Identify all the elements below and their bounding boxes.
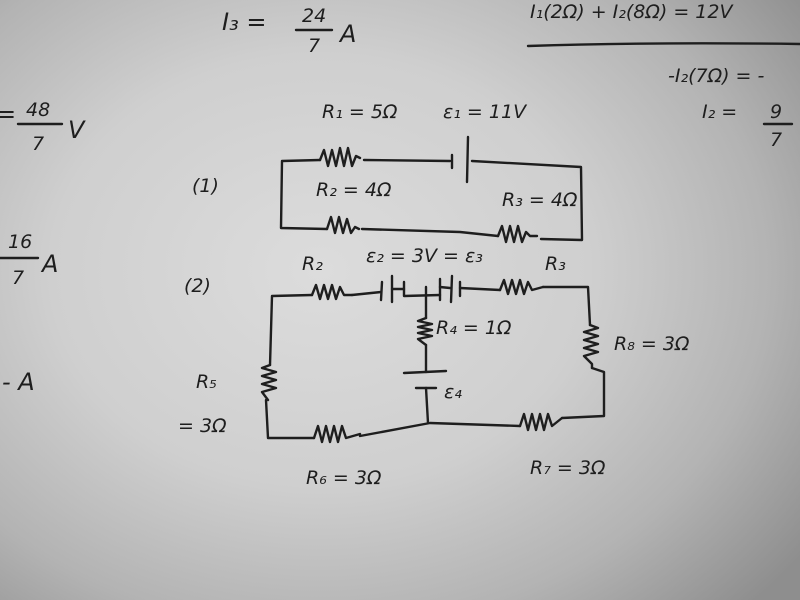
circuit-1-label: (1) bbox=[192, 175, 219, 197]
a1-denominator: 7 bbox=[12, 267, 24, 289]
r8-resistor bbox=[582, 323, 600, 370]
r2-label: R₂ bbox=[302, 253, 323, 275]
r7-resistor bbox=[518, 412, 564, 432]
r2-resistor bbox=[310, 283, 354, 301]
r6-label: R₆ = 3Ω bbox=[306, 467, 382, 489]
a1-unit: A bbox=[40, 250, 58, 278]
r5-resistor bbox=[260, 363, 278, 402]
note-voltage: = 48 7 V bbox=[0, 99, 86, 155]
equation-3-numerator: 9 bbox=[770, 101, 782, 123]
divider-line bbox=[526, 42, 800, 48]
e1-label: ε₁ = 11V bbox=[443, 101, 528, 123]
i3-numerator: 24 bbox=[302, 5, 326, 27]
equation-3-lhs: I₂ = bbox=[702, 101, 737, 123]
r1-resistor bbox=[318, 146, 362, 168]
e1-battery bbox=[450, 135, 470, 184]
equation-2: -I₂(7Ω) = - bbox=[668, 65, 765, 87]
r8-label: R₈ = 3Ω bbox=[614, 333, 690, 355]
note-i3: I₃ = 24 7 A bbox=[222, 5, 356, 57]
circuit-1: (1) R₁ = 5Ω ε₁ = 11V R₂ = 4Ω R₃ = 4Ω bbox=[192, 101, 584, 244]
r2-resistor bbox=[325, 215, 361, 235]
v-lhs: = bbox=[0, 100, 16, 128]
r3-resistor bbox=[496, 224, 539, 244]
a1-numerator: 16 bbox=[8, 231, 32, 253]
i3-denominator: 7 bbox=[308, 35, 320, 57]
r4-resistor bbox=[416, 316, 434, 347]
circuit-1-wires bbox=[279, 158, 584, 242]
r5-value: = 3Ω bbox=[178, 415, 227, 437]
r2-label: R₂ = 4Ω bbox=[316, 179, 392, 201]
r7-label: R₇ = 3Ω bbox=[530, 457, 606, 479]
note-current-a: - A bbox=[2, 368, 35, 396]
r6-resistor bbox=[312, 424, 362, 444]
e4-label: ε₄ bbox=[444, 381, 462, 403]
r1-label: R₁ = 5Ω bbox=[322, 101, 398, 123]
e3-battery bbox=[438, 274, 462, 304]
r3-resistor bbox=[498, 278, 545, 296]
e2-e3-label: ε₂ = 3V = ε₃ bbox=[366, 245, 483, 267]
r3-label: R₃ bbox=[545, 253, 566, 275]
note-equations: I₁(2Ω) + I₂(8Ω) = 12V -I₂(7Ω) = - I₂ = 9… bbox=[526, 1, 800, 151]
r4-label: R₄ = 1Ω bbox=[436, 317, 512, 339]
equation-3-denominator: 7 bbox=[770, 129, 782, 151]
i3-lhs: I₃ = bbox=[222, 8, 266, 36]
note-current-16-7: 16 7 A bbox=[0, 231, 58, 289]
circuit-2-wires bbox=[264, 285, 606, 440]
e2-battery bbox=[379, 274, 442, 304]
i3-unit: A bbox=[338, 20, 356, 48]
circuit-2-label: (2) bbox=[184, 275, 211, 297]
v-denominator: 7 bbox=[32, 133, 44, 155]
v-unit: V bbox=[68, 116, 86, 144]
e4-battery bbox=[402, 369, 448, 390]
circuit-2: (2) R₂ ε₂ = 3V = ε₃ R₃ R₄ = 1Ω ε₄ R₈ = 3… bbox=[178, 245, 690, 489]
equation-1: I₁(2Ω) + I₂(8Ω) = 12V bbox=[530, 1, 734, 23]
r5-label: R₅ bbox=[196, 371, 217, 393]
r3-label: R₃ = 4Ω bbox=[502, 189, 578, 211]
v-numerator: 48 bbox=[26, 99, 50, 121]
